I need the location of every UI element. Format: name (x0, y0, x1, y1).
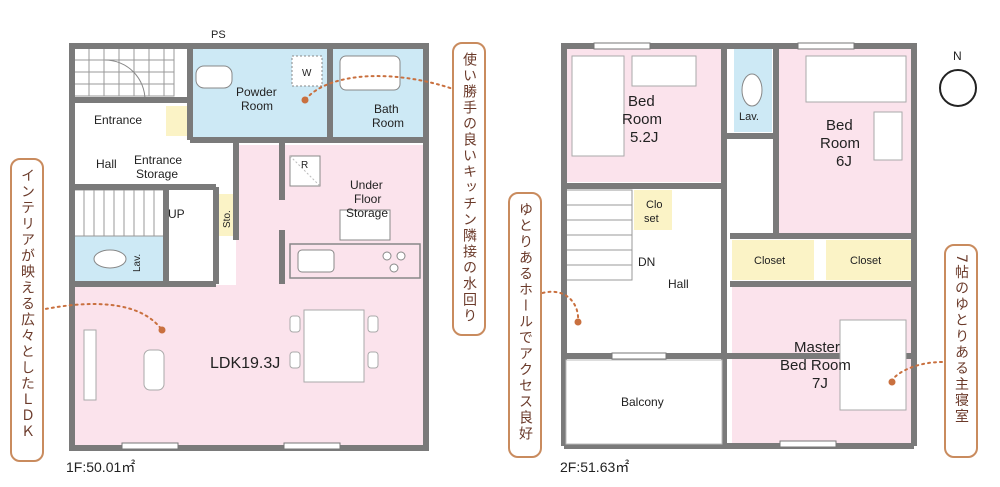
living-table (143, 349, 165, 391)
label-bed2-2: Room (820, 135, 860, 152)
label-dn: DN (638, 255, 655, 269)
compass-needle (955, 70, 961, 106)
desk-52 (631, 55, 697, 87)
label-master-1: Master (794, 339, 840, 356)
callout-kitchen-box: 使い勝手の良いキッチン隣接の水回り (452, 42, 486, 336)
label-sto: Sto. (222, 210, 233, 228)
stairs-1f (73, 189, 165, 237)
label-ldk: LDK19.3J (210, 355, 280, 372)
bathtub (339, 55, 401, 91)
label-lav-2f: Lav. (739, 111, 759, 123)
stairs-2f (565, 189, 633, 281)
label-closet-b: Closet (850, 255, 881, 267)
closet-b-fill (826, 240, 912, 280)
dining-chairs (289, 315, 379, 369)
walls-1f (69, 43, 429, 451)
under-floor-hatch (339, 209, 391, 241)
closet-a-fill (732, 240, 814, 280)
floor1-caption: 1F:50.01㎡ (66, 459, 136, 475)
label-bed2-1: Bed (826, 117, 853, 134)
desk-6 (873, 111, 903, 161)
label-powder-1: Powder (236, 85, 277, 99)
balcony-area (565, 359, 723, 445)
label-closet-small-1: Clo (646, 199, 663, 211)
label-master-2: Bed Room (780, 357, 851, 374)
label-up: UP (168, 207, 185, 221)
label-under-3: Storage (346, 206, 388, 220)
label-w: W (302, 68, 312, 79)
label-bed1-1: Bed (628, 93, 655, 110)
washer (291, 55, 323, 87)
label-ps: PS (211, 29, 226, 41)
entrance-storage-fill (166, 106, 188, 136)
callout-lines (39, 75, 943, 381)
label-bed2-3: 6J (836, 153, 852, 170)
label-lav-1f: Lav. (132, 254, 143, 272)
stove (382, 251, 406, 273)
toilet-2f (741, 73, 763, 107)
callout-hall-box: ゆとりあるホールでアクセス良好 (508, 192, 542, 458)
label-under-2: Floor (354, 192, 381, 206)
callout-hall-text: ゆとりあるホールでアクセス良好 (517, 202, 533, 442)
ldk-fill (74, 285, 424, 445)
label-hall-2f: Hall (668, 277, 689, 291)
callout-master-text: 7帖のゆとりある主寝室 (953, 254, 969, 425)
label-under-1: Under (350, 178, 383, 192)
label-bath-1: Bath (374, 102, 399, 116)
label-r: R (301, 160, 308, 171)
window-2f-2 (797, 42, 855, 50)
label-entrance-storage-1: Entrance (134, 153, 182, 167)
bed-master (839, 319, 907, 411)
label-powder-2: Room (241, 99, 273, 113)
window-1f-1 (121, 442, 179, 450)
label-bed1-3: 5.2J (630, 129, 658, 146)
callout-ldk-text: インテリアが映える広々としたＬＤＫ (19, 168, 35, 440)
label-bed1-2: Room (622, 111, 662, 128)
closet-small-fill (634, 190, 672, 230)
label-bath-2: Room (372, 116, 404, 130)
entrance-tiles (73, 47, 175, 97)
label-balcony: Balcony (621, 395, 664, 409)
callout-kitchen-text: 使い勝手の良いキッチン隣接の水回り (461, 52, 477, 324)
window-1f-2 (283, 442, 341, 450)
callout-master-box: 7帖のゆとりある主寝室 (944, 244, 978, 458)
label-entrance-storage-2: Storage (136, 167, 178, 181)
label-master-3: 7J (812, 375, 828, 392)
tv-board (83, 329, 97, 401)
toilet-1f (93, 249, 127, 269)
callout-ldk-box: インテリアが映える広々としたＬＤＫ (10, 158, 44, 462)
label-closet-small-2: set (644, 213, 659, 225)
window-2f-3 (611, 352, 667, 360)
window-2f-1 (593, 42, 651, 50)
window-2f-4 (779, 440, 837, 448)
bed-52 (571, 55, 625, 157)
bed-6 (805, 55, 907, 103)
floor2-caption: 2F:51.63㎡ (560, 459, 630, 475)
powder-sink (195, 65, 233, 89)
sto-fill (218, 194, 236, 236)
kitchen-sink (297, 249, 335, 273)
walls-2f (561, 43, 917, 449)
label-hall-1f: Hall (96, 157, 117, 171)
dining-table (303, 309, 365, 383)
label-entrance: Entrance (94, 113, 142, 127)
label-closet-a: Closet (754, 255, 785, 267)
compass-n: N (953, 49, 962, 63)
